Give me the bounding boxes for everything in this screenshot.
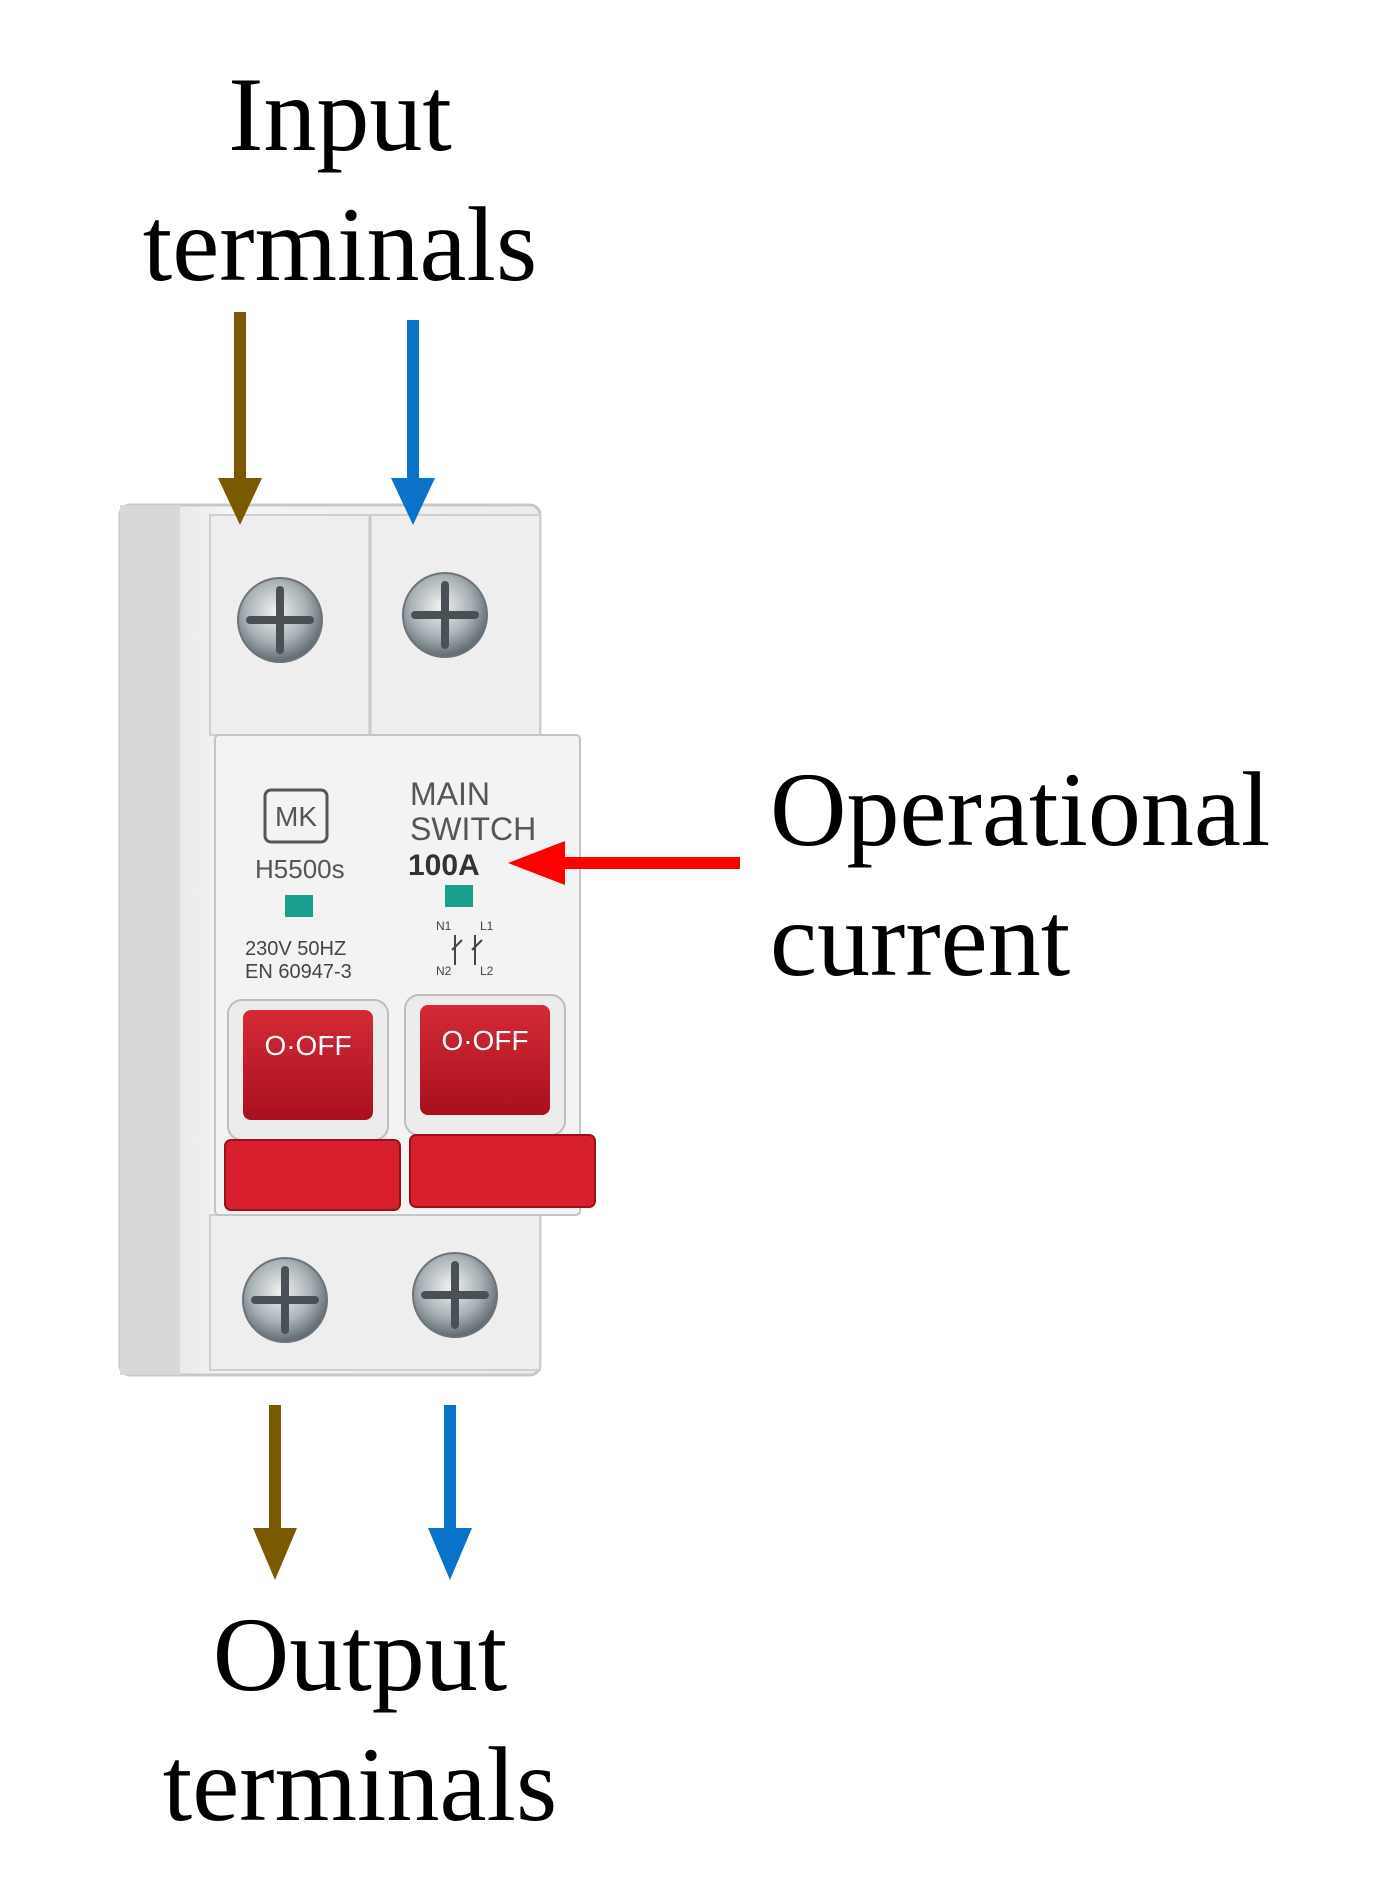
- left-indicator: [285, 895, 313, 917]
- output-terminals-label: Output terminals: [110, 1590, 610, 1850]
- bottom-right-screw: [412, 1252, 498, 1338]
- input-neutral-arrow: [391, 320, 435, 525]
- n2-mark: N2: [436, 964, 452, 978]
- input-terminals-label: Input terminals: [90, 50, 590, 310]
- input-label-line1: Input: [228, 56, 452, 173]
- breaker-body: [118, 503, 581, 1377]
- model-number: H5500s: [255, 854, 345, 884]
- bottom-left-screw: [242, 1257, 328, 1343]
- operational-current-arrow: [508, 841, 740, 885]
- right-toggle[interactable]: O·OFF: [404, 994, 596, 1208]
- output-live-arrow: [253, 1405, 297, 1580]
- top-left-screw: [237, 577, 323, 663]
- main-label: MAIN: [410, 776, 490, 812]
- spec-voltage: 230V 50HZ: [245, 938, 346, 960]
- l2-mark: L2: [480, 964, 494, 978]
- rating-label: 100A: [408, 849, 480, 882]
- left-toggle-label: O·OFF: [264, 1030, 351, 1061]
- right-toggle-label: O·OFF: [441, 1025, 528, 1056]
- input-label-line2: terminals: [142, 186, 538, 303]
- left-toggle[interactable]: O·OFF: [224, 999, 401, 1211]
- input-live-arrow: [218, 312, 262, 525]
- switch-label: SWITCH: [410, 811, 536, 847]
- front-panel: MK H5500s 230V 50HZ EN 60947-3 MAIN SWIT…: [245, 776, 536, 983]
- current-label-line1: Operational: [770, 751, 1271, 868]
- contact-symbol: [451, 935, 483, 965]
- right-indicator: [445, 885, 473, 907]
- output-label-line1: Output: [212, 1596, 508, 1713]
- mk-logo-box: [263, 788, 329, 844]
- spec-standard: EN 60947-3: [245, 961, 352, 983]
- output-label-line2: terminals: [162, 1726, 558, 1843]
- output-neutral-arrow: [428, 1405, 472, 1580]
- l1-mark: L1: [480, 919, 494, 933]
- n1-mark: N1: [436, 919, 452, 933]
- mk-logo: MK: [275, 801, 317, 832]
- operational-current-label: Operational current: [770, 745, 1270, 1005]
- current-label-line2: current: [770, 881, 1071, 998]
- top-right-screw: [402, 572, 488, 658]
